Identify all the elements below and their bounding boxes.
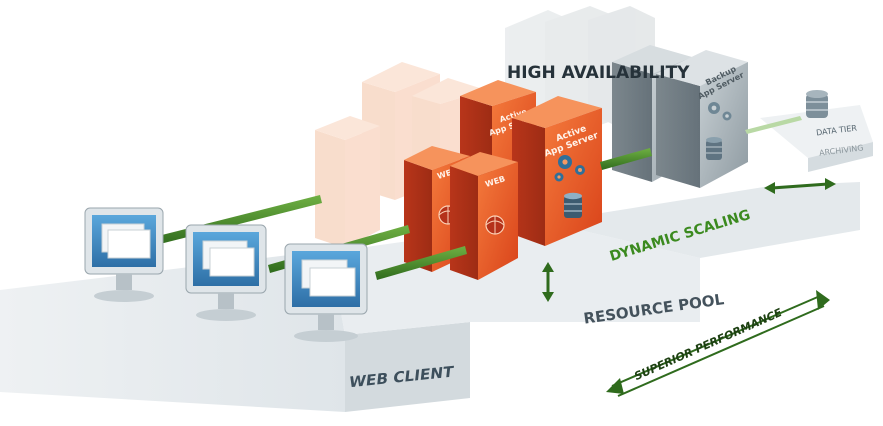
globe-icon [485, 215, 505, 235]
database-icon [706, 137, 722, 160]
backup-app-server-2: Backup App Server [656, 50, 748, 188]
data-tier-platform [760, 105, 873, 158]
monitor-3 [284, 243, 368, 342]
active-app-server-front: Active App Server [512, 96, 602, 246]
data-tier-connector [745, 116, 802, 134]
web-client-platform-front [345, 322, 470, 412]
arrow-web-to-app [600, 148, 652, 170]
arrow-bottom [375, 246, 467, 280]
database-icon [564, 192, 582, 218]
web-server-2: WEB [450, 152, 518, 280]
monitor-1 [84, 207, 164, 302]
superior-performance-arrow [606, 290, 830, 397]
high-availability-label: HIGH AVAILABILITY [507, 63, 690, 83]
gear-icon [554, 155, 585, 182]
dynamic-scaling-horizontal-arrow [764, 178, 836, 194]
resource-pool-vertical-arrow [542, 262, 554, 302]
gear-icon [708, 102, 732, 121]
data-tier-platform-front [808, 142, 873, 172]
data-tier-database-icon [806, 90, 828, 118]
monitor-2 [185, 224, 267, 321]
dynamic-scaling-platform [545, 182, 860, 258]
